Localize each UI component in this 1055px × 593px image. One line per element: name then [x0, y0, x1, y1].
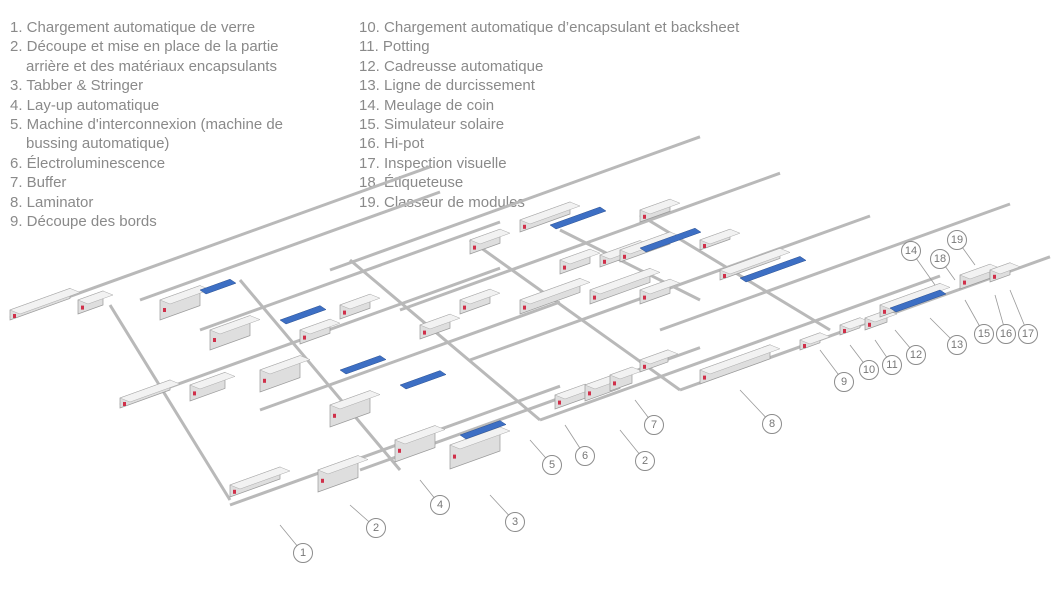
callout-number: 4	[430, 495, 450, 515]
callout-number: 10	[859, 360, 879, 380]
callout-number: 2	[635, 451, 655, 471]
conveyor	[199, 220, 501, 332]
legend-item: 1. Chargement automatique de verre	[10, 19, 256, 36]
legend-item: 11. Potting	[359, 38, 430, 56]
conveyor	[139, 190, 441, 302]
machine	[317, 455, 369, 493]
machine	[519, 277, 591, 315]
machine	[259, 355, 311, 393]
machine	[77, 290, 114, 315]
callout-number: 17	[1018, 324, 1038, 344]
machine	[459, 288, 501, 315]
machine	[419, 313, 461, 340]
solar-panel	[279, 305, 327, 325]
machine	[559, 248, 601, 275]
conveyor	[9, 165, 431, 320]
conveyor	[259, 300, 561, 412]
callout-number: 16	[996, 324, 1016, 344]
machine	[159, 285, 211, 321]
callout-number: 1	[293, 543, 313, 563]
machine	[339, 293, 381, 320]
legend-item: 8. Laminator	[10, 193, 94, 211]
machine	[229, 466, 291, 498]
callout-number: 6	[575, 446, 595, 466]
callout-number: 7	[644, 415, 664, 435]
legend-item: 5. Machine d'interconnexion (machine de	[10, 116, 284, 134]
legend-left: 1. Chargement automatique de verre 2. Déc…	[10, 18, 283, 231]
callout-number: 5	[542, 455, 562, 475]
conveyor-rails	[9, 135, 1051, 507]
legend-item: 12. Cadreusse automatique	[359, 57, 544, 75]
legend-item: 4. Lay-up automatique	[10, 96, 160, 114]
legend-right: 10. Chargement automatique d’encapsulant…	[359, 18, 739, 212]
machine	[609, 366, 643, 392]
cross-conveyor	[349, 258, 541, 422]
callout-number: 11	[882, 355, 902, 375]
callout-number: 3	[505, 512, 525, 532]
legend-item: 16. Hi-pot	[359, 135, 425, 153]
legend-item: 13. Ligne de durcissement	[359, 77, 535, 95]
solar-panel	[459, 420, 507, 440]
machine	[189, 371, 236, 402]
legend-item: 15. Simulateur solaire	[359, 116, 505, 134]
callout-number: 13	[947, 335, 967, 355]
legend-item: 6. Électroluminescence	[10, 154, 166, 172]
conveyor	[329, 135, 701, 272]
machine	[394, 425, 446, 463]
solar-panel	[639, 227, 702, 253]
legend-item: 9. Découpe des bords	[10, 213, 157, 231]
machine	[469, 228, 511, 255]
machine	[519, 201, 581, 233]
callout-number: 8	[762, 414, 782, 434]
machine	[299, 318, 341, 345]
conveyor	[659, 202, 1011, 332]
conveyor	[539, 274, 941, 422]
solar-panel	[199, 278, 237, 295]
conveyor	[399, 171, 781, 312]
machines	[9, 198, 1021, 498]
solar-panel	[339, 355, 387, 375]
legend-item: 7. Buffer	[10, 174, 67, 192]
callout-number: 15	[974, 324, 994, 344]
callout-number: 19	[947, 230, 967, 250]
machine	[639, 198, 681, 223]
callout-number: 2	[366, 518, 386, 538]
machine	[799, 332, 831, 351]
callout-number: 14	[901, 241, 921, 261]
cross-conveyor	[108, 304, 232, 501]
machine	[699, 228, 741, 251]
machine	[699, 344, 781, 385]
callout-number: 12	[906, 345, 926, 365]
machine	[719, 247, 791, 281]
cross-conveyor	[238, 279, 402, 471]
machine	[119, 379, 181, 409]
machine	[9, 287, 81, 321]
callout-number: 18	[930, 249, 950, 269]
legend-item: 2. Découpe et mise en place de la partie	[10, 38, 279, 56]
callout-number: 9	[834, 372, 854, 392]
legend-item-continuation: bussing automatique)	[26, 135, 170, 153]
machine	[639, 349, 679, 373]
legend-item: 14. Meulage de coin	[359, 96, 495, 114]
machine	[589, 267, 661, 305]
legend-item: 18. Étiqueteuse	[359, 174, 464, 192]
machine	[329, 390, 381, 428]
legend-item: 10. Chargement automatique d’encapsulant…	[359, 19, 740, 36]
legend-item-continuation: arrière et des matériaux encapsulants	[26, 57, 277, 75]
machine	[959, 263, 1001, 290]
machine	[639, 278, 681, 305]
solar-panel	[739, 256, 807, 283]
machine	[989, 262, 1021, 283]
solar-panel	[399, 370, 447, 390]
solar-panel	[889, 289, 947, 313]
solar-panel	[549, 206, 607, 230]
legend-item: 3. Tabber & Stringer	[10, 77, 144, 95]
machine	[209, 315, 261, 351]
machine	[449, 426, 511, 470]
legend-item: 17. Inspection visuelle	[359, 154, 507, 172]
cross-conveyor	[559, 228, 701, 302]
